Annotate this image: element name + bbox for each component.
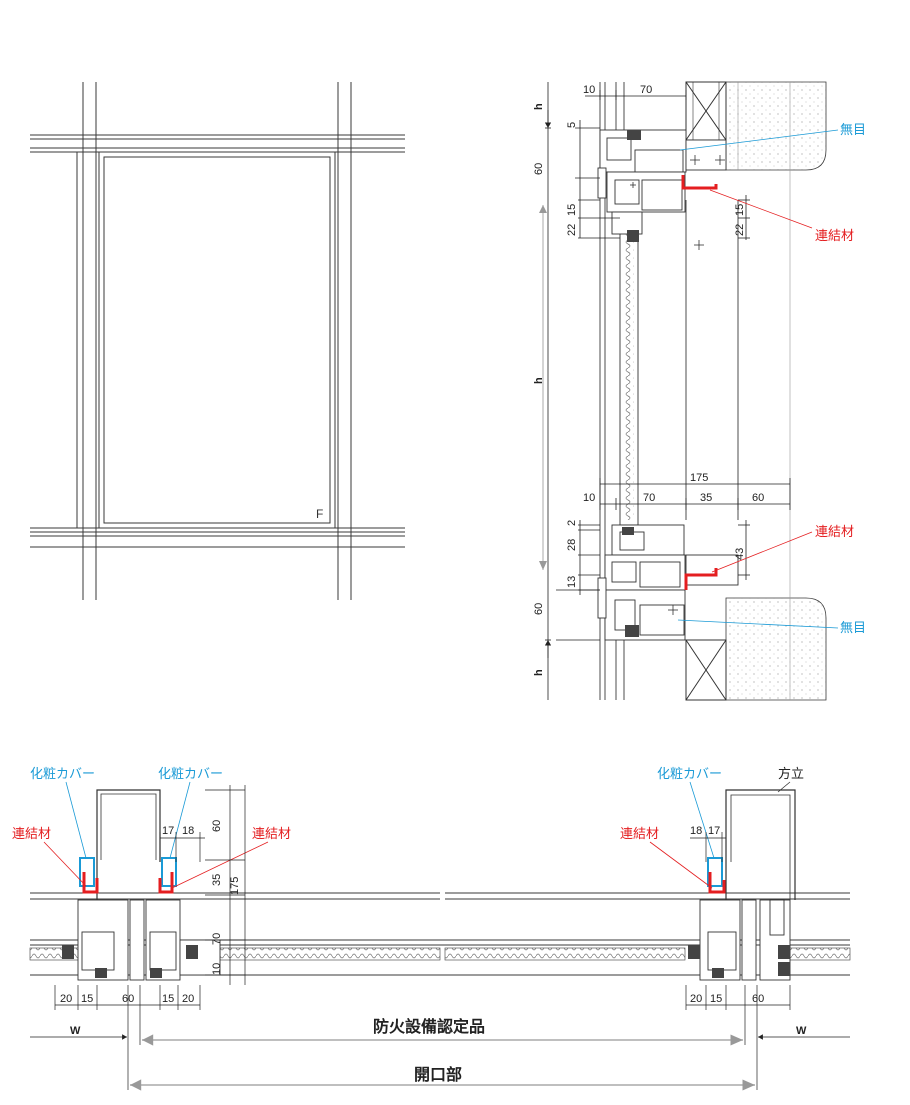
dim-22-right: 22 <box>734 224 746 236</box>
dim-17-left: 17 <box>162 825 174 837</box>
elevation-view <box>30 82 405 600</box>
dim-175: 175 <box>690 472 708 484</box>
h-label-bottom: h <box>533 669 545 676</box>
dim-43: 43 <box>734 548 746 560</box>
cover-left-a <box>79 857 95 887</box>
dim-18-right: 18 <box>690 825 702 837</box>
dim-br-15: 15 <box>710 993 722 1005</box>
dim-bl-20: 20 <box>60 993 72 1005</box>
wall-lower <box>725 597 827 701</box>
fireproof-label: 防火設備認定品 <box>373 1017 485 1036</box>
dim-13: 13 <box>566 576 578 588</box>
dim-22-left: 22 <box>566 224 578 236</box>
label-renketsu-1: 連結材 <box>12 826 51 841</box>
dim-bl-60: 60 <box>122 993 134 1005</box>
label-renketsu-3: 連結材 <box>620 826 659 841</box>
dim-10-plan: 10 <box>211 963 223 975</box>
mullion-left <box>96 789 161 900</box>
section-labels: h h h 10 70 5 60 15 22 15 22 175 10 70 3… <box>533 84 866 676</box>
dim-2: 2 <box>566 520 578 526</box>
connector-lower <box>684 568 718 590</box>
plan-connector-c <box>708 872 726 894</box>
dim-70-mid: 70 <box>643 492 655 504</box>
dim-15-left: 15 <box>566 204 578 216</box>
label-mume-bottom: 無目 <box>840 620 866 635</box>
lower-transom <box>597 524 739 641</box>
dim-br-20: 20 <box>690 993 702 1005</box>
vertical-section <box>539 81 839 701</box>
dim-br-60: 60 <box>752 993 764 1005</box>
label-mume-top: 無目 <box>840 122 866 137</box>
dim-70-top: 70 <box>640 84 652 96</box>
w-right: W <box>796 1025 807 1037</box>
dim-5: 5 <box>566 122 578 128</box>
upper-transom <box>597 129 727 235</box>
opening-label: 開口部 <box>414 1065 462 1084</box>
label-cover-2: 化粧カバー <box>158 766 223 781</box>
h-label-mid: h <box>533 377 545 384</box>
wall-upper <box>725 81 827 171</box>
label-cover-3: 化粧カバー <box>657 766 722 781</box>
dim-70-plan: 70 <box>211 933 223 945</box>
dim-35-mid: 35 <box>700 492 712 504</box>
dim-15-right: 15 <box>734 204 746 216</box>
dim-60-top: 60 <box>533 163 545 175</box>
dim-bl-15: 15 <box>81 993 93 1005</box>
dim-10-mid: 10 <box>583 492 595 504</box>
label-cover-1: 化粧カバー <box>30 766 95 781</box>
dim-28: 28 <box>566 539 578 551</box>
dim-bl-20b: 20 <box>182 993 194 1005</box>
dim-18-left: 18 <box>182 825 194 837</box>
plan-labels: 化粧カバー 化粧カバー 化粧カバー 方立 連結材 連結材 連結材 17 18 6… <box>12 766 807 1084</box>
w-left: W <box>70 1025 81 1037</box>
connector-upper <box>681 175 718 190</box>
elevation-mark: F <box>316 507 323 521</box>
cover-left-b <box>161 857 177 887</box>
label-renketsu-bottom: 連結材 <box>815 524 854 539</box>
cover-right <box>707 857 723 887</box>
label-houdate: 方立 <box>778 766 804 781</box>
dim-60-low: 60 <box>533 603 545 615</box>
dim-bl-15b: 15 <box>162 993 174 1005</box>
horizontal-plan <box>29 781 851 1091</box>
dim-60-mid: 60 <box>752 492 764 504</box>
plan-connector-a <box>82 872 99 894</box>
label-renketsu-2: 連結材 <box>252 826 291 841</box>
dim-17-right: 17 <box>708 825 720 837</box>
label-renketsu-top: 連結材 <box>815 228 854 243</box>
h-label-top: h <box>533 103 545 110</box>
dim-60-plan: 60 <box>211 820 223 832</box>
dim-10-top: 10 <box>583 84 595 96</box>
plan-connector-b <box>158 872 174 894</box>
dim-35-plan: 35 <box>211 874 223 886</box>
dim-175-plan: 175 <box>229 877 241 895</box>
mullion-right <box>725 789 796 900</box>
